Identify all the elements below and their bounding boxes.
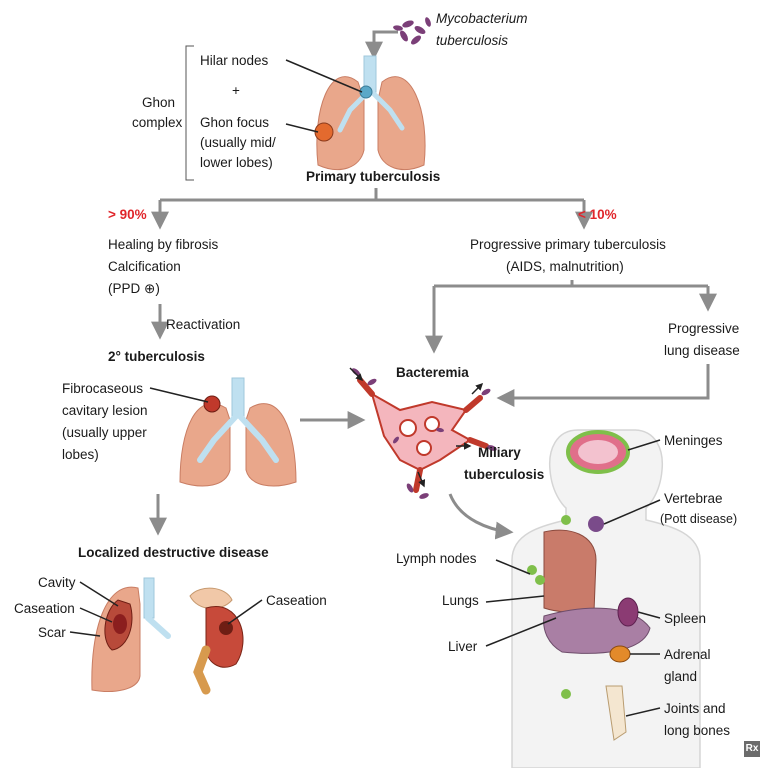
lungs-label: Lungs bbox=[442, 593, 479, 608]
caseation-right-label: Caseation bbox=[266, 593, 327, 608]
logo-icon: Rx bbox=[744, 741, 760, 757]
joints-label-2: long bones bbox=[664, 723, 731, 738]
split-arrows bbox=[149, 188, 717, 540]
secondary-tb-title: 2° tuberculosis bbox=[108, 349, 205, 364]
organism-label-1: Mycobacterium bbox=[436, 11, 528, 26]
miliary-arrows bbox=[349, 367, 484, 488]
vertebrae-label-2: (Pott disease) bbox=[660, 512, 738, 526]
human-body-icon bbox=[511, 429, 701, 768]
secondary-lungs-icon bbox=[179, 377, 297, 487]
focus-pointer bbox=[285, 123, 319, 133]
mycobacterium-icon bbox=[393, 17, 431, 45]
caseation-left-label: Caseation bbox=[14, 601, 75, 616]
ghon-focus-label-1: Ghon focus bbox=[200, 115, 270, 130]
adrenal-label-1: Adrenal bbox=[664, 647, 711, 662]
body-pointers bbox=[485, 439, 661, 717]
spleen-label: Spleen bbox=[664, 611, 707, 626]
caseation-kidney-icon bbox=[189, 587, 244, 695]
primary-tb-title: Primary tuberculosis bbox=[306, 169, 441, 184]
cavity-label: Cavity bbox=[38, 575, 76, 590]
plus-sign: + bbox=[232, 83, 240, 98]
healing-label-1: Healing by fibrosis bbox=[108, 237, 219, 252]
left-percentage: > 90% bbox=[108, 207, 147, 222]
lesion-label-1: Fibrocaseous bbox=[62, 381, 144, 396]
hilar-nodes-label: Hilar nodes bbox=[200, 53, 269, 68]
ghon-complex-label-2: complex bbox=[132, 115, 183, 130]
vertebrae-label-1: Vertebrae bbox=[664, 491, 723, 506]
lesion-label-3: (usually upper bbox=[62, 425, 147, 440]
hilar-pointer bbox=[285, 59, 363, 93]
meninges-label: Meninges bbox=[664, 433, 723, 448]
miliary-title-1: Miliary bbox=[478, 445, 521, 460]
progressive-primary-label-1: Progressive primary tuberculosis bbox=[470, 237, 666, 252]
localized-disease-title: Localized destructive disease bbox=[78, 545, 269, 560]
cavitary-lung-icon bbox=[91, 577, 171, 692]
progressive-lung-label-1: Progressive bbox=[668, 321, 740, 336]
adrenal-label-2: gland bbox=[664, 669, 698, 684]
infection-arrow bbox=[365, 30, 398, 60]
ghon-focus-label-2: (usually mid/ bbox=[200, 135, 276, 150]
organism-label-2: tuberculosis bbox=[436, 33, 509, 48]
scar-label: Scar bbox=[38, 625, 66, 640]
ghon-bracket bbox=[185, 45, 194, 181]
lesion-label-2: cavitary lesion bbox=[62, 403, 148, 418]
lesion-label-4: lobes) bbox=[62, 447, 99, 462]
ghon-complex-label-1: Ghon bbox=[142, 95, 176, 110]
healing-label-3: (PPD ⊕) bbox=[108, 281, 160, 296]
blood-vessel-network-icon bbox=[357, 377, 489, 493]
ghon-focus-label-3: lower lobes) bbox=[200, 155, 273, 170]
liver-label: Liver bbox=[448, 639, 478, 654]
bacteremia-title: Bacteremia bbox=[396, 365, 469, 380]
progressive-lung-label-2: lung disease bbox=[664, 343, 740, 358]
healing-label-2: Calcification bbox=[108, 259, 181, 274]
lesion-pointer bbox=[149, 387, 209, 403]
lymph-nodes-label: Lymph nodes bbox=[396, 551, 477, 566]
miliary-title-2: tuberculosis bbox=[464, 467, 545, 482]
right-percentage: < 10% bbox=[578, 207, 617, 222]
localized-pointers bbox=[69, 581, 263, 637]
reactivation-label: Reactivation bbox=[166, 317, 241, 332]
progressive-primary-label-2: (AIDS, malnutrition) bbox=[506, 259, 624, 274]
primary-lungs-icon bbox=[314, 55, 426, 170]
joints-label-1: Joints and bbox=[664, 701, 726, 716]
